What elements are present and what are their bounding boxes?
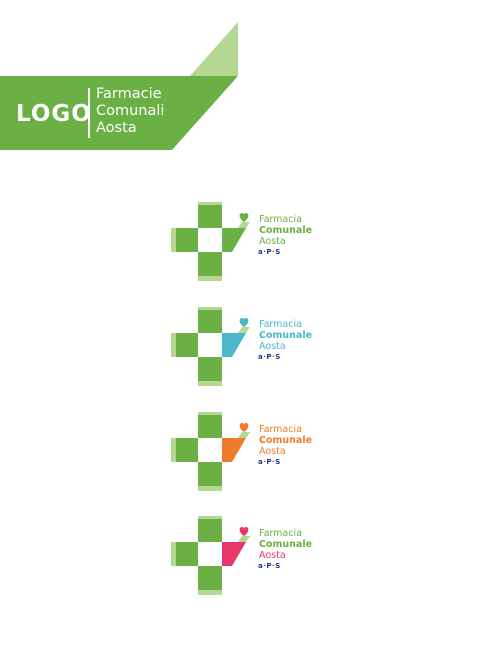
aps-letter: P	[266, 562, 273, 570]
heart-icon	[239, 527, 249, 536]
logo-variant-teal: Farmacia Comunale Aosta a·P·S	[168, 305, 328, 387]
cross-square-bottom	[198, 252, 222, 276]
cross-square-right	[222, 228, 246, 252]
logo-word: LOGO	[16, 101, 92, 127]
banner-fold-shape	[190, 22, 238, 76]
variant-text-line: Aosta	[259, 550, 286, 561]
variant-text-line: Comunale	[259, 435, 313, 446]
cross-square-top	[198, 310, 222, 333]
cross-shadow-top	[198, 307, 222, 312]
cross-square-top	[198, 415, 222, 438]
banner-name-line: Aosta	[96, 120, 137, 136]
aps-letter: S	[275, 458, 281, 466]
cross-square-right	[222, 333, 246, 357]
banner-main-shape	[0, 76, 238, 150]
cross-square-bottom	[198, 462, 222, 486]
aps-logo: a·P·S	[258, 562, 281, 570]
aps-letter: a	[258, 562, 264, 570]
aps-letter: P	[266, 458, 273, 466]
cross-square-bottom	[198, 357, 222, 381]
cross-square-left	[176, 542, 198, 566]
logo-variant-green: Farmacia Comunale Aosta a·P·S	[168, 200, 328, 282]
aps-letter: S	[275, 562, 281, 570]
cross-shadow-bottom	[198, 590, 222, 595]
variant-text-line: Comunale	[259, 539, 313, 550]
variant-text-line: Farmacia	[259, 424, 302, 435]
cross-shadow-left	[171, 228, 179, 252]
aps-letter: a	[258, 458, 264, 466]
variant-text-line: Comunale	[259, 225, 313, 236]
aps-logo: a·P·S	[258, 353, 281, 361]
variant-text-line: Farmacia	[259, 528, 302, 539]
aps-logo: a·P·S	[258, 248, 281, 256]
variant-text-line: Aosta	[259, 236, 286, 247]
aps-letter: S	[275, 353, 281, 361]
cross-square-right	[222, 438, 246, 462]
cross-shadow-bottom	[198, 486, 222, 491]
cross-square-right	[222, 542, 246, 566]
cross-square-top	[198, 205, 222, 228]
cross-square-bottom	[198, 566, 222, 590]
cross-square-left	[176, 333, 198, 357]
logo-banner: LOGO Farmacie Comunali Aosta	[0, 0, 504, 160]
variant-text-line: Aosta	[259, 341, 286, 352]
aps-letter: a	[258, 248, 264, 256]
variant-text-line: Farmacia	[259, 214, 302, 225]
cross-square-left	[176, 438, 198, 462]
cross-shadow-bottom	[198, 381, 222, 386]
banner-name-line: Farmacie	[96, 86, 162, 102]
pharmacy-cross-icon	[171, 202, 250, 281]
cross-square-left	[176, 228, 198, 252]
cross-shadow-left	[171, 333, 179, 357]
logo-variant-orange: Farmacia Comunale Aosta a·P·S	[168, 410, 328, 492]
variant-text-line: Farmacia	[259, 319, 302, 330]
pharmacy-cross-icon	[171, 307, 250, 386]
banner-shape	[0, 22, 238, 150]
heart-icon	[239, 318, 249, 327]
logo-variant-pink: Farmacia Comunale Aosta a·P·S	[168, 514, 328, 596]
aps-letter: a	[258, 353, 264, 361]
variant-text-line: Aosta	[259, 446, 286, 457]
cross-shadow-top	[198, 516, 222, 521]
heart-icon	[239, 213, 249, 222]
aps-letter: P	[266, 353, 273, 361]
banner-divider	[88, 88, 90, 138]
pharmacy-cross-icon	[171, 516, 250, 595]
cross-shadow-top	[198, 412, 222, 417]
cross-shadow-bottom	[198, 276, 222, 281]
aps-letter: P	[266, 248, 273, 256]
aps-logo: a·P·S	[258, 458, 281, 466]
pharmacy-cross-icon	[171, 412, 250, 491]
cross-shadow-left	[171, 438, 179, 462]
cross-square-top	[198, 519, 222, 542]
aps-letter: S	[275, 248, 281, 256]
variant-text-line: Comunale	[259, 330, 313, 341]
banner-name-line: Comunali	[96, 103, 165, 119]
cross-shadow-left	[171, 542, 179, 566]
cross-shadow-top	[198, 202, 222, 207]
heart-icon	[239, 423, 249, 432]
